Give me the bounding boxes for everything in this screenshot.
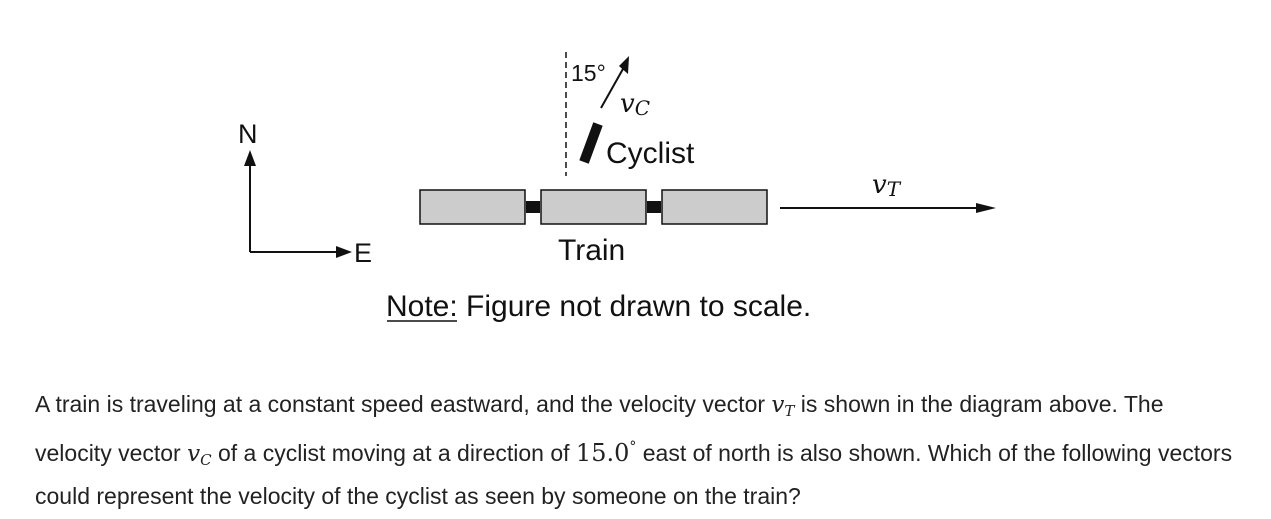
cyclist-velocity-symbol: v: [620, 89, 635, 119]
cyclist-bike-icon: [579, 122, 603, 164]
question-text: A train is traveling at a constant speed…: [35, 386, 1235, 514]
train-label: Train: [558, 234, 625, 267]
train-velocity-subscript: T: [887, 177, 902, 201]
train-car-3: [661, 189, 768, 225]
cyclist-velocity-subscript: C: [635, 96, 650, 120]
question-part-4: east of north is also shown. Which of th…: [35, 440, 1233, 509]
scale-note: Note: Figure not drawn to scale.: [386, 290, 811, 323]
note-body: : Figure not drawn to scale.: [449, 290, 811, 323]
compass: N E: [238, 119, 372, 268]
compass-north-label: N: [238, 119, 258, 149]
angle-value-math: 15.0°: [575, 439, 637, 467]
physics-diagram: N E 15° vC Cyclist Train vT Note: Figure…: [238, 52, 996, 323]
east-arrowhead: [336, 246, 352, 258]
train-velocity-symbol: v: [872, 170, 887, 200]
question-part-3: of a cyclist moving at a direction of: [211, 440, 576, 466]
north-arrowhead: [244, 150, 256, 166]
train-coupler-2: [647, 201, 661, 213]
angle-label: 15°: [571, 60, 606, 86]
train-velocity: vT: [780, 170, 996, 213]
cyclist-velocity-label: vC: [620, 89, 650, 120]
train-velocity-label: vT: [872, 170, 902, 201]
note-text: Note: Figure not drawn to scale.: [386, 290, 811, 323]
note-prefix: Note: [386, 290, 449, 323]
cyclist-velocity-arrowhead: [619, 56, 629, 74]
cyclist-velocity-math: vC: [187, 441, 212, 469]
train-car-1: [419, 189, 526, 225]
train: Train: [419, 189, 768, 267]
train-velocity-math: vT: [771, 392, 795, 420]
compass-east-label: E: [354, 238, 372, 268]
train-velocity-arrowhead: [976, 203, 996, 213]
question-part-2: is shown in the diagram above. The veloc…: [35, 391, 1164, 466]
train-car-2: [540, 189, 647, 225]
cyclist-label: Cyclist: [606, 137, 695, 170]
question-part-1: A train is traveling at a constant speed…: [35, 391, 772, 417]
train-coupler-1: [526, 201, 540, 213]
cyclist-group: 15° vC Cyclist: [565, 52, 695, 176]
